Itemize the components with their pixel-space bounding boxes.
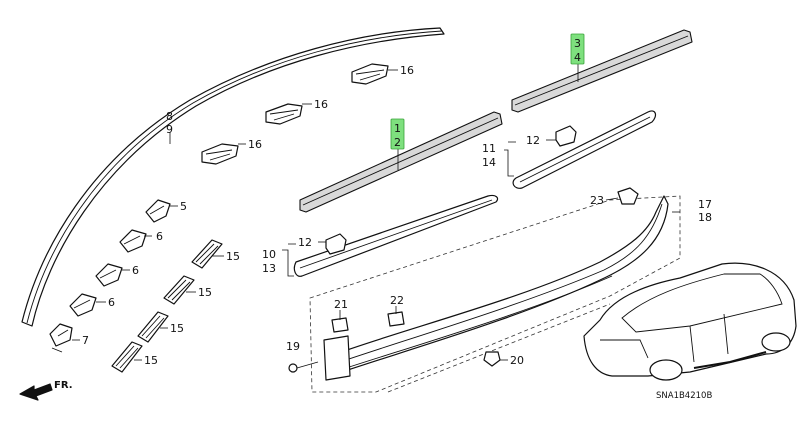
callout-23: 23 [590, 194, 604, 207]
callout-6b: 6 [132, 264, 139, 277]
callout-15a: 15 [226, 250, 240, 263]
callout-21: 21 [334, 298, 348, 311]
car-illustration [583, 262, 797, 381]
roof-molding[interactable] [21, 27, 445, 327]
callout-16c: 16 [248, 138, 262, 151]
rear-door-weatherstrip[interactable] [511, 29, 693, 113]
callout-labels: 1 2 3 4 5 6 6 6 7 8 9 10 13 11 14 12 12 … [82, 37, 712, 367]
callout-9: 9 [166, 123, 173, 136]
diagram-code: SNA1B4210B [656, 391, 712, 401]
roof-clip-16c[interactable] [201, 143, 239, 165]
callout-13: 13 [262, 262, 276, 275]
front-door-molding[interactable] [293, 194, 499, 277]
roof-clip-16b[interactable] [265, 103, 303, 125]
screw-19[interactable] [288, 361, 319, 373]
callout-15c: 15 [170, 322, 184, 335]
rear-door-molding[interactable] [512, 110, 657, 189]
callout-8: 8 [166, 110, 173, 123]
clip-22[interactable] [387, 311, 405, 327]
callout-12a: 12 [298, 236, 312, 249]
sill-end-cap[interactable] [323, 335, 351, 381]
clip-6c[interactable] [69, 293, 97, 317]
callout-19: 19 [286, 340, 300, 353]
callout-15d: 15 [144, 354, 158, 367]
clip-15c[interactable] [137, 311, 169, 343]
clip-15d[interactable] [111, 341, 143, 373]
clip-21[interactable] [331, 317, 349, 333]
callout-18: 18 [698, 211, 712, 224]
callout-17: 17 [698, 198, 712, 211]
side-sill-garnish[interactable] [329, 195, 669, 375]
callout-16b: 16 [314, 98, 328, 111]
callout-2: 2 [394, 136, 401, 149]
callout-11: 11 [482, 142, 496, 155]
callout-4: 4 [574, 51, 581, 64]
clip-12a[interactable] [325, 233, 347, 255]
front-door-weatherstrip[interactable] [299, 111, 503, 213]
assembly-outline [309, 195, 681, 393]
leader-lines [72, 62, 680, 361]
callout-10: 10 [262, 248, 276, 261]
callout-7: 7 [82, 334, 89, 347]
callout-1: 1 [394, 122, 401, 135]
callout-15b: 15 [198, 286, 212, 299]
direction-label: FR. [54, 380, 73, 391]
highlight-1-2 [390, 118, 405, 150]
highlight-3-4 [570, 33, 585, 65]
callout-14: 14 [482, 156, 496, 169]
callout-22: 22 [390, 294, 404, 307]
callout-6a: 6 [156, 230, 163, 243]
clip-6a[interactable] [119, 229, 147, 253]
callout-12b: 12 [526, 134, 540, 147]
callout-16a: 16 [400, 64, 414, 77]
clip-5[interactable] [145, 199, 171, 223]
callout-6c: 6 [108, 296, 115, 309]
callout-5: 5 [180, 200, 187, 213]
clip-15a[interactable] [191, 239, 223, 269]
clip-6b[interactable] [95, 263, 123, 287]
clip-20[interactable] [483, 351, 501, 367]
clip-7[interactable] [49, 323, 73, 353]
clip-12b[interactable] [555, 125, 577, 147]
front-direction-arrow [19, 383, 53, 401]
clip-23[interactable] [617, 187, 639, 205]
callout-20: 20 [510, 354, 524, 367]
clip-15b[interactable] [163, 275, 195, 305]
roof-clip-16a[interactable] [351, 63, 389, 85]
callout-3: 3 [574, 37, 581, 50]
